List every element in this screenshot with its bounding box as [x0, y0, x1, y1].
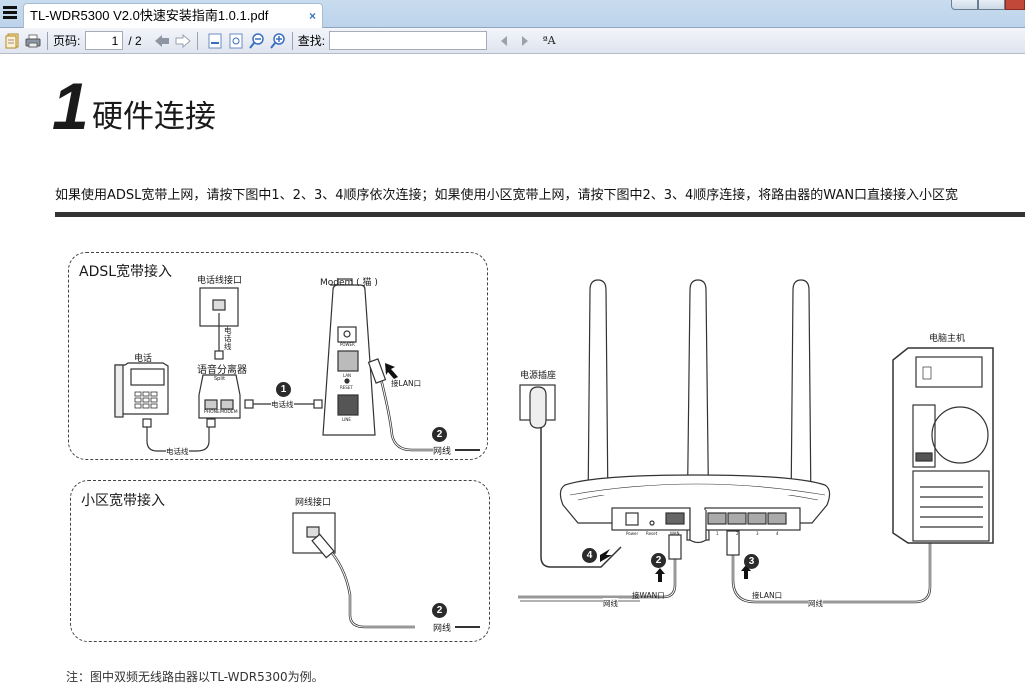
community-panel [70, 480, 490, 642]
lan-port-3: 3 [756, 531, 759, 536]
phone-label: 电话 [134, 354, 153, 364]
telephone-illustration [114, 362, 169, 418]
to-lan-label: 接LAN口 [752, 591, 783, 600]
find-input[interactable] [329, 31, 488, 50]
lan-port-2: 2 [736, 531, 739, 536]
text-case-icon[interactable]: ªA [542, 34, 556, 47]
step-badge-4: 4 [582, 548, 597, 563]
community-panel-title: 小区宽带接入 [81, 493, 165, 509]
tab-title: TL-WDR5300 V2.0快速安装指南1.0.1.pdf [30, 8, 269, 23]
step-badge-2: 2 [432, 427, 447, 442]
router-net-cable-right-label: 网线 [808, 598, 823, 609]
computer-tower-illustration [892, 347, 994, 544]
router-illustration [559, 279, 831, 544]
adsl-panel-title: ADSL宽带接入 [79, 264, 173, 280]
lan-port-4: 4 [776, 531, 779, 536]
find-label: 查找: [297, 34, 326, 48]
step-badge-3: 3 [744, 554, 759, 569]
modem-lan-label: LAN [343, 373, 352, 378]
phone-jack-illustration [199, 287, 239, 360]
title-bar: TL-WDR5300 V2.0快速安装指南1.0.1.pdf × [0, 0, 1025, 28]
minimize-button[interactable] [951, 0, 978, 10]
modem-power-label: POWER [340, 342, 355, 347]
adsl-panel [68, 252, 488, 460]
splitter-brand: Split [214, 376, 226, 382]
close-window-button[interactable] [1005, 0, 1025, 10]
network-jack-label: 网线接口 [295, 498, 332, 508]
next-page-icon[interactable] [174, 32, 192, 50]
step-badge-2b: 2 [432, 603, 447, 618]
port-reset-label: Reset [646, 531, 658, 536]
splitter-label: 语音分离器 [197, 365, 247, 376]
power-socket-label: 电源插座 [520, 371, 557, 381]
find-prev-icon[interactable] [495, 32, 513, 50]
phone-jack-label: 电话线接口 [197, 276, 243, 286]
port-wan-label: WAN [670, 531, 680, 536]
lan-port-1: 1 [716, 531, 719, 536]
splitter-port-modem: MODEM [220, 410, 238, 415]
zoom-in-icon[interactable] [269, 32, 287, 50]
toolbar-divider [196, 31, 198, 50]
document-tab[interactable]: TL-WDR5300 V2.0快速安装指南1.0.1.pdf × [23, 3, 323, 28]
prev-page-icon[interactable] [153, 32, 171, 50]
modem-reset-label: RESET [340, 385, 353, 390]
phone-line-vertical-label: 电话线 [224, 326, 232, 351]
splitter-illustration [198, 374, 241, 419]
print-icon[interactable] [24, 32, 42, 50]
toolbar-divider [47, 31, 48, 50]
phone-cable-modem-label: 电话线 [271, 399, 294, 410]
pdf-page: 1 硬件连接 如果使用ADSL宽带上网，请按下图中1、2、3、4顺序依次连接；如… [0, 55, 1025, 690]
heading-rule [55, 212, 1025, 217]
step-badge-1: 1 [276, 382, 291, 397]
router-net-cable-left-label: 网线 [603, 598, 618, 609]
window-controls [951, 0, 1025, 10]
open-file-icon[interactable] [3, 32, 21, 50]
menu-icon[interactable] [3, 6, 17, 20]
pdf-toolbar: 页码: / 2 查找: ªA [0, 28, 1025, 54]
port-power-label: Power [626, 531, 639, 536]
modem-to-lan-label: 接LAN口 [391, 379, 422, 388]
zoom-out-icon[interactable] [248, 32, 266, 50]
section-number: 1 [52, 69, 89, 143]
to-wan-label: 接WAN口 [632, 591, 665, 600]
step-badge-2c: 2 [651, 553, 666, 568]
fit-page-icon[interactable] [227, 32, 245, 50]
maximize-button[interactable] [978, 0, 1005, 10]
section-title: 硬件连接 [92, 99, 216, 135]
tab-close-icon[interactable]: × [308, 9, 316, 23]
fit-width-icon[interactable] [206, 32, 224, 50]
page-label: 页码: [53, 34, 81, 48]
toolbar-divider [291, 31, 293, 50]
modem-label: Modem ( 猫 ) [320, 278, 378, 288]
modem-illustration [322, 278, 376, 436]
power-socket-illustration [519, 384, 622, 568]
page-total: / 2 [128, 33, 142, 48]
footnote: 注：图中双频无线路由器以TL-WDR5300为例。 [66, 670, 324, 684]
connection-diagram [114, 278, 994, 629]
adsl-net-cable-label: 网线 [433, 444, 452, 457]
modem-line-label: LINE [342, 417, 351, 422]
computer-label: 电脑主机 [929, 334, 966, 344]
community-net-cable-label: 网线 [433, 621, 452, 634]
page-number-input[interactable] [85, 31, 124, 50]
phone-cable-label: 电话线 [166, 446, 189, 457]
splitter-port-phone: PHONE [204, 410, 220, 415]
intro-paragraph: 如果使用ADSL宽带上网，请按下图中1、2、3、4顺序依次连接；如果使用小区宽带… [55, 188, 959, 203]
find-next-icon[interactable] [516, 32, 534, 50]
